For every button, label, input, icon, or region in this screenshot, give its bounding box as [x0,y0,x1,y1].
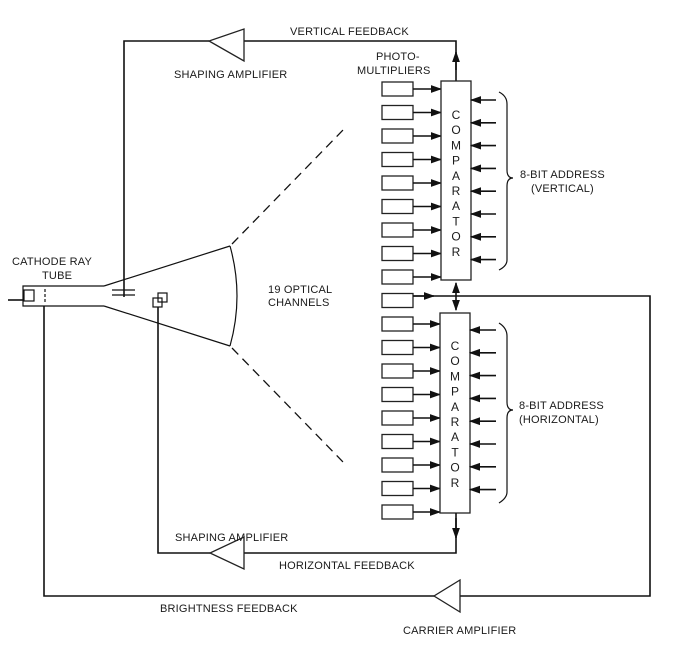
photomultiplier-box [381,433,414,450]
photomultiplier-box [381,175,414,191]
comparator-letter: T [452,214,460,228]
optical-channels-label-line1: 19 OPTICAL [268,284,332,296]
comparator-letter: C [451,339,460,353]
photomultiplier-box [381,480,414,497]
photomultiplier-box [381,363,414,379]
comparator-letter: O [450,354,459,368]
comparator-letter: M [451,138,461,152]
comparator-letter: P [452,154,460,168]
comparator-letter: A [451,400,459,414]
photomultiplier-box [381,128,414,144]
photomultipliers-label-line2: MULTIPLIERS [357,65,431,77]
photomultiplier-box [381,410,414,426]
address-vertical-label-line1: 8-BIT ADDRESS [520,169,605,181]
comparator-vertical [440,80,472,281]
comparator-letter: A [451,430,459,444]
photomultiplier-box [381,457,414,473]
address-horizontal-brace [498,322,514,504]
optical-ray-top [231,127,346,245]
photomultiplier-box [381,222,414,238]
optical-ray-bottom [231,347,346,465]
comparator-letter: R [452,245,461,259]
photomultiplier-box [381,386,414,403]
vertical-deflection-line [123,40,209,297]
photomultiplier-box [381,81,414,97]
photomultiplier-box [381,151,414,168]
address-horizontal-inputs [468,326,496,494]
photomultiplier-box [381,198,414,215]
shaping-amplifier-bottom-label: SHAPING AMPLIFIER [175,532,288,544]
comparator-horizontal [439,312,471,514]
comparator-letter: R [451,476,460,490]
address-vertical-inputs [469,96,496,264]
comparator-letter: P [451,385,459,399]
crt-flare-top [103,245,231,287]
optical-channels-label-line2: CHANNELS [268,297,330,309]
comparator-letter: M [450,369,460,383]
photomultiplier-box [381,269,414,285]
comparator-letter: O [451,230,460,244]
deflection-coil-icon-b [157,292,168,303]
photomultiplier-box [381,104,414,121]
carrier-amplifier-icon [432,578,461,614]
photomultiplier-box [381,292,414,309]
address-vertical-brace [498,91,514,271]
comparator-letter: O [451,123,460,137]
brightness-feedback-line [43,306,434,597]
cathode-ray-tube [8,245,238,347]
crt-cathode-icon [23,289,35,302]
shaping-amplifier-bottom-icon [208,535,245,571]
horizontal-deflection-line [157,307,210,554]
comparator-letter: A [452,169,460,183]
comparator-letter: R [452,184,461,198]
crt-flare-bottom [103,305,231,347]
shaping-amplifier-top-icon [207,28,245,63]
comparator-letter: A [452,199,460,213]
crt-neck [22,285,104,307]
vertical-feedback-loop [123,28,460,297]
photomultiplier-box [381,504,414,520]
comparator-letter: T [451,445,459,459]
crt-label-line1: CATHODE RAY [12,256,92,268]
address-horizontal-label-line1: 8-BIT ADDRESS [519,400,604,412]
photomultiplier-box [381,245,414,262]
crt-label-line2: TUBE [42,270,72,282]
comparator-letter: R [451,415,460,429]
comparator-letter: C [452,108,461,122]
vertical-feedback-label: VERTICAL FEEDBACK [290,26,409,38]
address-vertical-label-line2: (VERTICAL) [531,183,594,195]
horizontal-feedback-label: HORIZONTAL FEEDBACK [279,560,415,572]
photomultiplier-array [381,81,443,520]
crt-screen [229,245,238,347]
photomultipliers-label-line1: PHOTO- [376,51,420,63]
photomultiplier-box [381,339,414,356]
shaping-amplifier-top-label: SHAPING AMPLIFIER [174,69,287,81]
brightness-signal-line [413,295,651,597]
brightness-feedback-label: BRIGHTNESS FEEDBACK [160,603,298,615]
carrier-amplifier-label: CARRIER AMPLIFIER [403,625,516,637]
address-horizontal-label-line2: (HORIZONTAL) [519,414,599,426]
comparator-letter: O [450,461,459,475]
photomultiplier-box [381,316,414,332]
